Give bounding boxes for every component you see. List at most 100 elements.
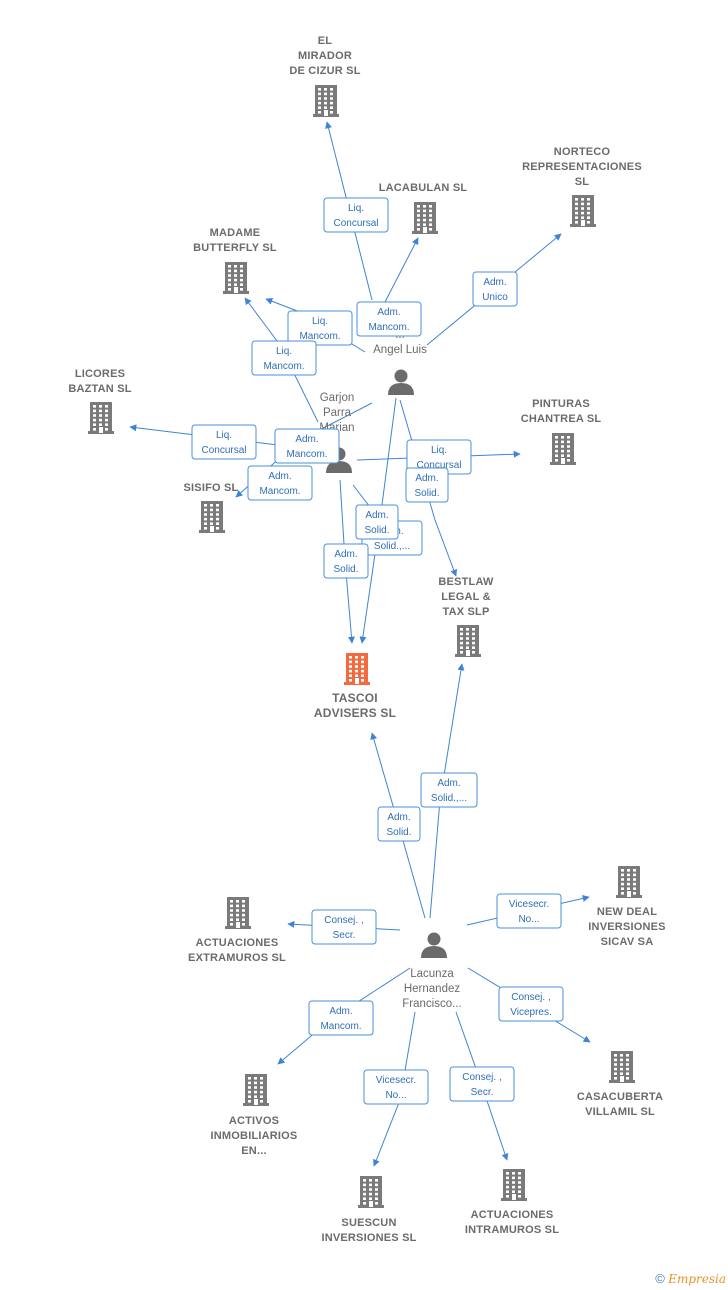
company-label-line: ACTIVOS <box>229 1115 279 1127</box>
company-label-line: SICAV SA <box>601 936 654 948</box>
company-node-sisifo[interactable]: SISIFO SL <box>184 482 239 533</box>
role-text: Mancom. <box>286 449 327 460</box>
building-icon[interactable] <box>199 501 225 533</box>
company-label[interactable]: LACABULAN SL <box>379 182 468 194</box>
role-text: Liq. <box>431 445 447 456</box>
company-label[interactable]: SISIFO SL <box>184 482 239 494</box>
role-badge-r18[interactable]: Consej. ,Vicepres. <box>498 986 564 1022</box>
role-badge-r2[interactable]: Adm. Mancom. <box>356 301 422 337</box>
company-label-line: ADVISERS SL <box>314 706 396 720</box>
role-badge-r1[interactable]: Liq.Concursal <box>323 197 389 233</box>
role-badge-r13[interactable]: Adm.Solid. <box>323 543 369 579</box>
building-icon[interactable] <box>609 1051 635 1083</box>
building-icon[interactable] <box>412 202 438 234</box>
building-icon[interactable] <box>313 85 339 117</box>
role-badge-r6[interactable]: Liq.Concursal <box>191 424 257 460</box>
role-badge-r21[interactable]: Consej. ,Secr. <box>449 1066 515 1102</box>
role-badge-r7[interactable]: Adm. Mancom. <box>274 428 340 464</box>
company-label-line: SUESCUN <box>341 1217 396 1229</box>
building-icon[interactable] <box>570 195 596 227</box>
building-icon[interactable] <box>225 897 251 929</box>
role-text: Mancom. <box>368 322 409 333</box>
role-text: Adm. <box>295 434 318 445</box>
role-text: Mancom. <box>263 361 304 372</box>
building-icon[interactable] <box>223 262 249 294</box>
company-node-suescun[interactable]: SUESCUN INVERSIONES SL <box>321 1176 416 1244</box>
role-badge-r19[interactable]: Adm.Mancom. <box>308 1000 374 1036</box>
role-text: Adm. <box>329 1006 352 1017</box>
role-badge-r16[interactable]: Vicesecr.No... <box>496 893 562 929</box>
role-text: Adm. <box>415 473 438 484</box>
role-text: Adm. <box>377 307 400 318</box>
company-label-line: REPRESENTACIONES <box>522 161 642 173</box>
role-text: Consej. , <box>511 992 550 1003</box>
person-icon[interactable] <box>388 369 414 396</box>
role-text: Adm. <box>437 778 460 789</box>
footer: © Empresia <box>655 1271 726 1286</box>
company-node-lacabulan[interactable]: LACABULAN SL <box>379 182 468 234</box>
company-label-line: LEGAL & <box>441 591 490 603</box>
role-badge-r5[interactable]: Liq.Mancom. <box>251 340 317 376</box>
person-label-line: Angel Luis <box>373 344 427 356</box>
role-badge-r10[interactable]: Adm.Solid. <box>405 467 449 503</box>
role-badge-r15[interactable]: Adm.Solid. <box>377 806 421 842</box>
building-icon[interactable] <box>88 402 114 434</box>
role-badge-r20[interactable]: Vicesecr.No... <box>363 1069 429 1105</box>
building-icon[interactable] <box>550 433 576 465</box>
company-label-line: INVERSIONES SL <box>321 1232 416 1244</box>
company-label-line: DE CIZUR SL <box>289 65 360 77</box>
company-label-line: EXTRAMUROS SL <box>188 952 286 964</box>
person-node-angel[interactable]: ...ro...Angel Luis <box>373 314 427 395</box>
role-badge-r4[interactable]: Liq.Mancom. <box>287 310 353 346</box>
edge-2 <box>384 237 419 303</box>
building-icon[interactable] <box>616 866 642 898</box>
role-badge-r8[interactable]: Liq.Concursal <box>406 439 472 475</box>
company-label[interactable]: SUESCUN INVERSIONES SL <box>321 1217 416 1244</box>
role-text: Unico <box>482 292 508 303</box>
person-icon[interactable] <box>421 932 447 959</box>
role-badge-r3[interactable]: Adm.Unico <box>472 271 518 307</box>
brand-logo[interactable]: Empresia <box>668 1272 726 1286</box>
building-icon[interactable] <box>243 1074 269 1106</box>
role-text: Concursal <box>333 218 378 229</box>
building-icon[interactable] <box>501 1169 527 1201</box>
role-badge-r17[interactable]: Consej. ,Secr. <box>311 909 377 945</box>
building-icon[interactable] <box>344 653 370 685</box>
role-badge-r9[interactable]: Adm.Mancom. <box>247 465 313 501</box>
roles-layer: Liq.ConcursalAdm.Mancom.Adm.UnicoLiq.Man… <box>191 197 564 1105</box>
role-text: Concursal <box>201 445 246 456</box>
building-icon[interactable] <box>455 625 481 657</box>
person-label-line: Francisco... <box>402 998 461 1010</box>
building-icon[interactable] <box>358 1176 384 1208</box>
role-badge-r14[interactable]: Adm.Solid.,... <box>420 772 478 808</box>
role-badge-r12[interactable]: Adm.Solid. <box>355 504 399 540</box>
